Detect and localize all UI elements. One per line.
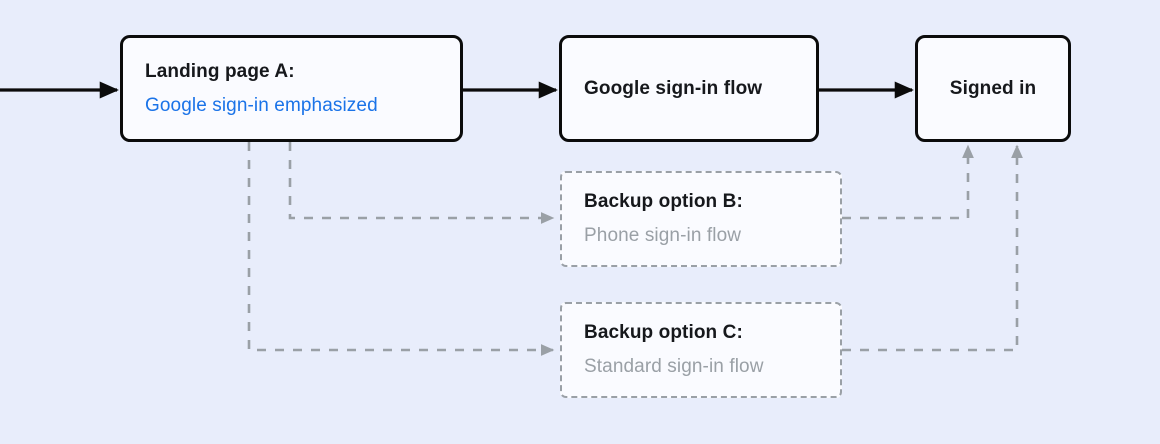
node-backup-option-b-title: Backup option B: [584,191,743,213]
node-backup-option-c[interactable]: Backup option C: Standard sign-in flow [560,302,842,398]
node-signed-in[interactable]: Signed in [915,35,1071,142]
edge-backup-c-to-signedin [842,144,1023,352]
edge-landing-to-backup-c [247,142,555,356]
node-backup-option-b[interactable]: Backup option B: Phone sign-in flow [560,171,842,267]
node-backup-option-b-subtitle: Phone sign-in flow [584,225,742,246]
node-landing-page-a-subtitle: Google sign-in emphasized [145,94,378,116]
edge-backup-b-to-signedin [842,144,974,220]
node-backup-option-c-title: Backup option C: [584,322,743,344]
node-backup-option-c-subtitle: Standard sign-in flow [584,356,764,377]
node-google-sign-in-flow-title: Google sign-in flow [584,77,763,99]
node-google-sign-in-flow[interactable]: Google sign-in flow [559,35,819,142]
node-landing-page-a[interactable]: Landing page A: Google sign-in emphasize… [120,35,463,142]
edge-landing-to-backup-b [288,142,555,224]
node-landing-page-a-title: Landing page A: [145,60,295,82]
node-signed-in-title: Signed in [949,77,1037,99]
